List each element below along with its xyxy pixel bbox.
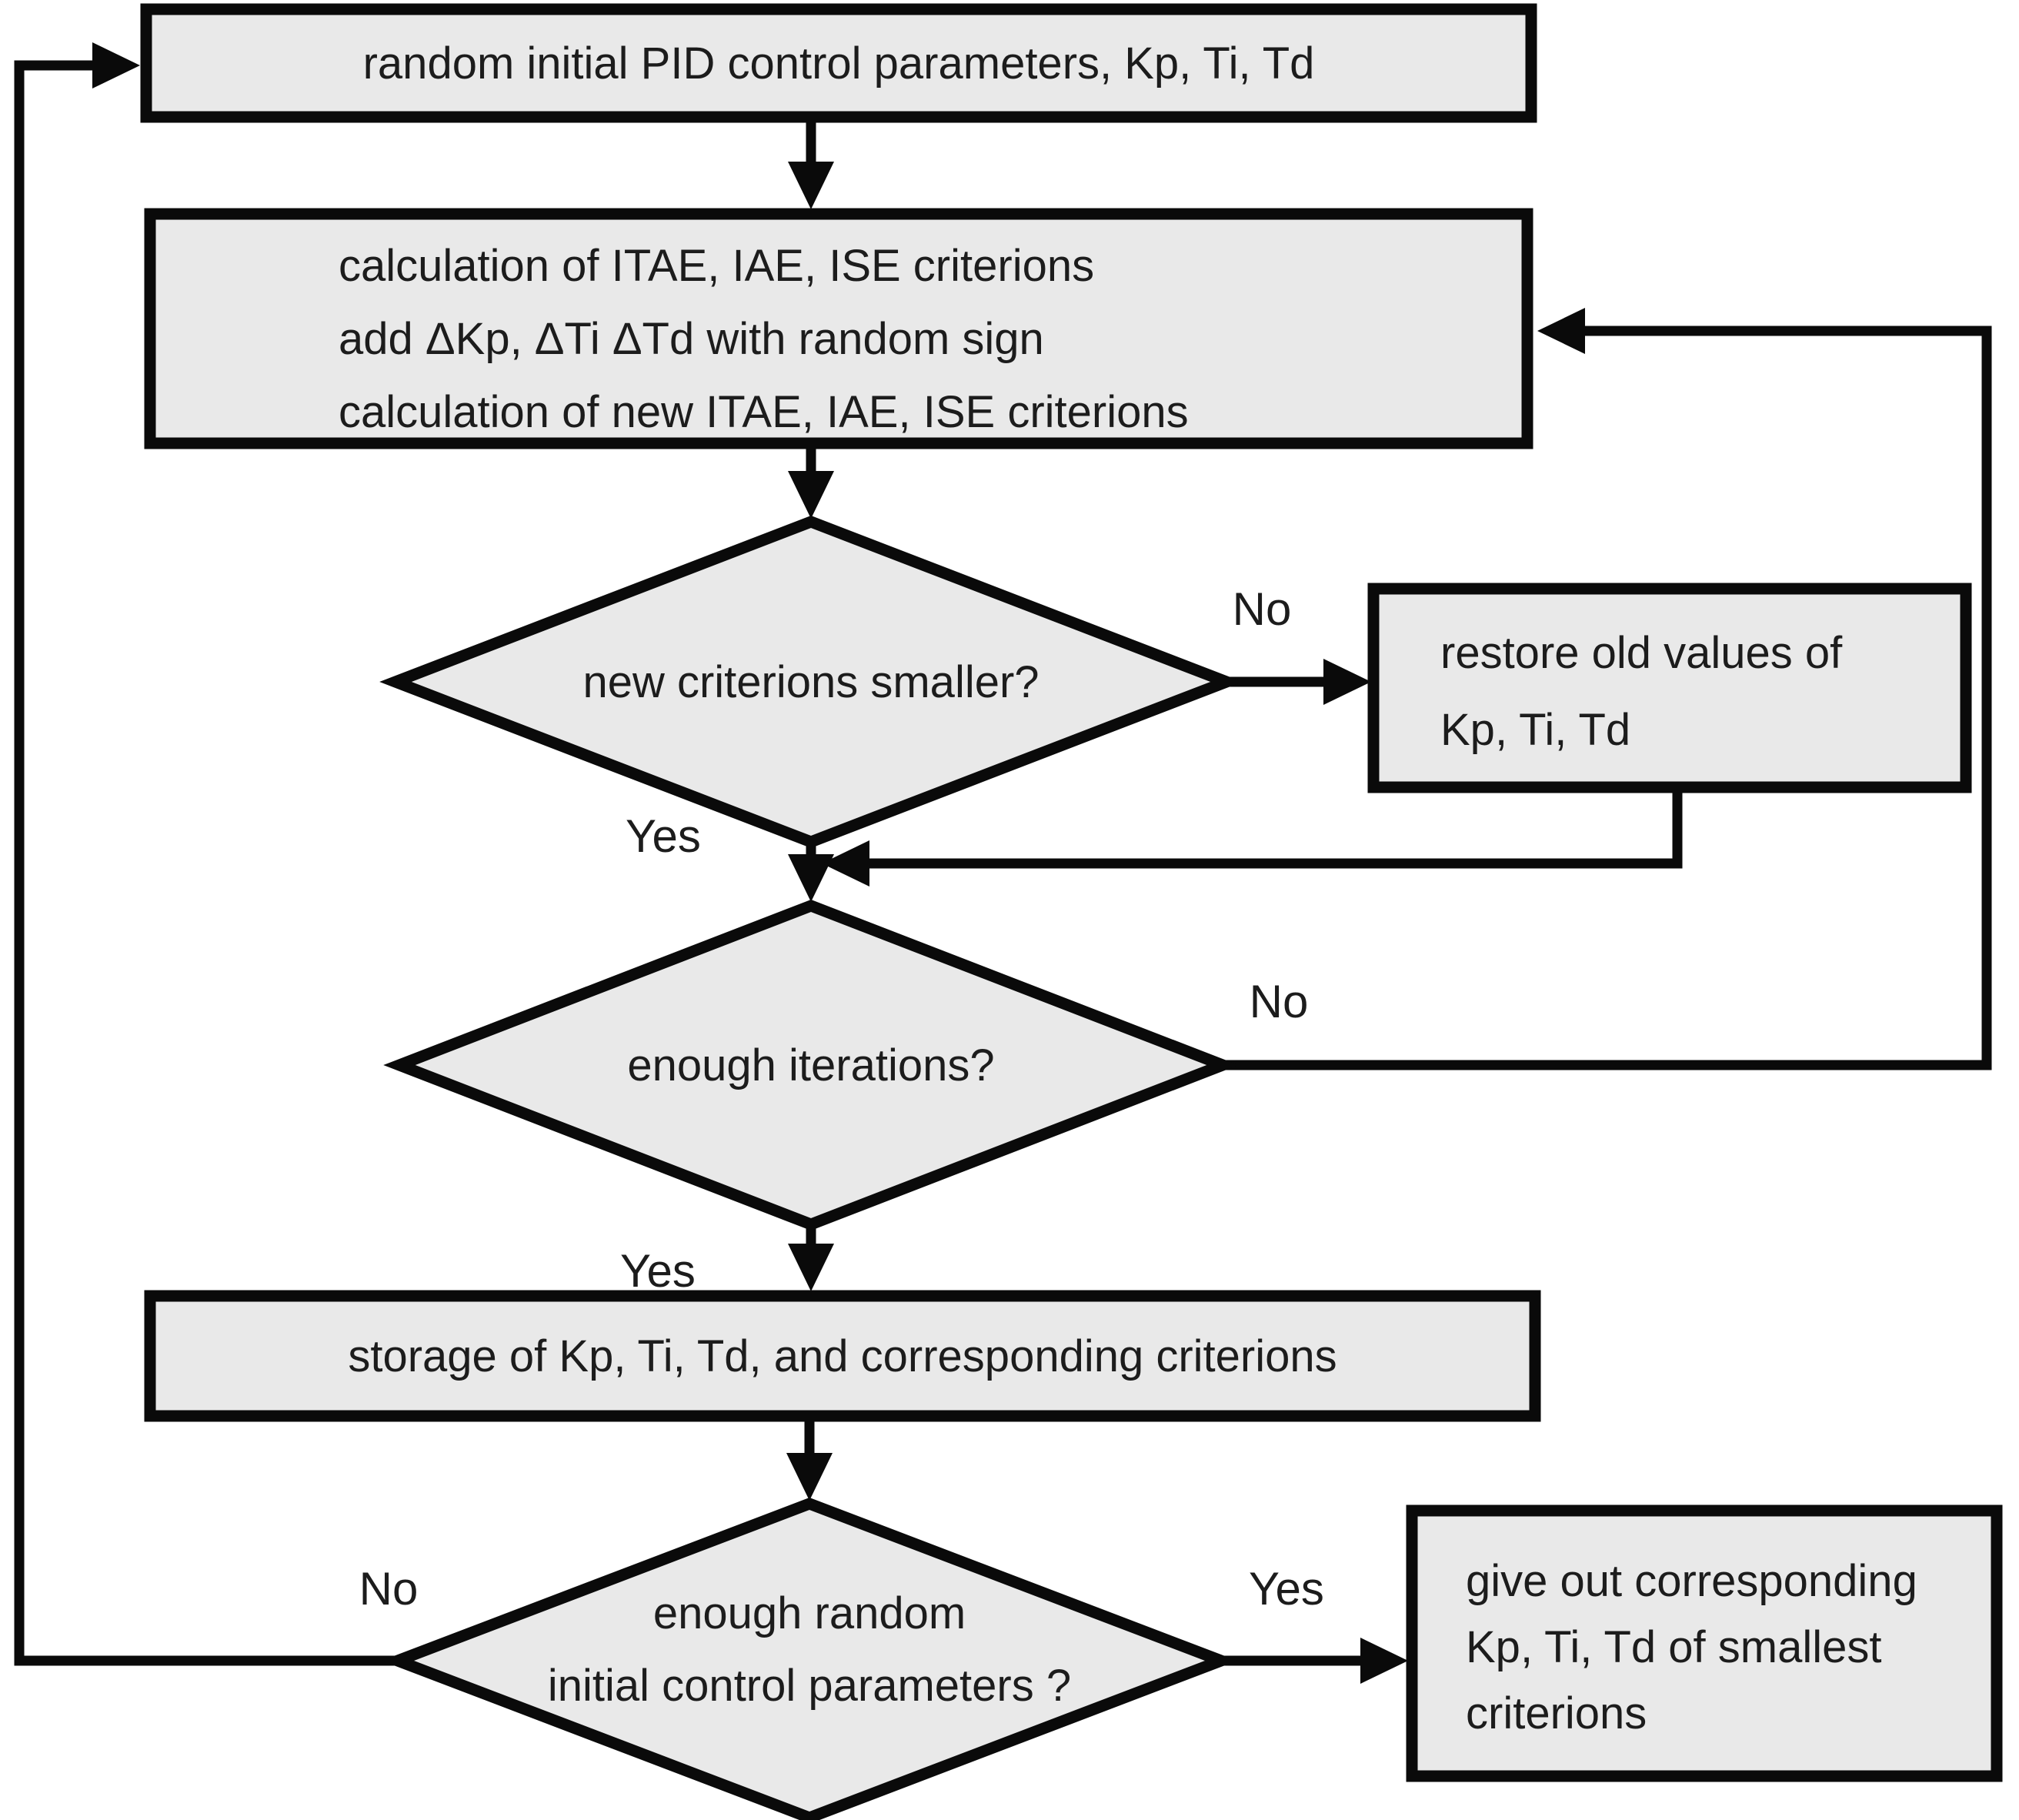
calc-box — [144, 208, 1533, 449]
node-output: give out corresponding Kp, Ti, Td of sma… — [1406, 1504, 2003, 1782]
calc-label-line1: calculation of ITAE, IAE, ISE criterions — [339, 241, 1094, 291]
arrow-left-icon — [1537, 308, 1585, 354]
decision-smaller-diamond — [379, 515, 1243, 849]
node-decision-initial: enough random initial control parameters… — [381, 1497, 1238, 1820]
label-decision-smaller-yes: Yes — [626, 810, 701, 862]
label-decision-iterations-no: No — [1250, 976, 1309, 1027]
edge-storage-to-decision-initial — [786, 1416, 833, 1501]
label-decision-initial-no: No — [359, 1563, 419, 1615]
arrow-left-icon — [822, 840, 869, 887]
decision-iterations-label: enough iterations? — [627, 1040, 994, 1090]
start-box — [140, 3, 1537, 123]
label-decision-iterations-yes: Yes — [620, 1245, 696, 1297]
edge-decision-initial-yes-to-output — [1221, 1638, 1408, 1684]
node-start: random initial PID control parameters, K… — [140, 3, 1537, 123]
calc-label-line2: add ΔKp, ΔTi ΔTd with random sign — [339, 314, 1044, 364]
arrow-right-icon — [1360, 1638, 1408, 1684]
label-decision-initial-yes: Yes — [1249, 1563, 1324, 1615]
output-box — [1406, 1504, 2003, 1782]
node-decision-smaller: new criterions smaller? — [379, 515, 1243, 849]
edge-calc-to-decision-smaller — [788, 448, 834, 519]
edge-line — [869, 787, 1683, 869]
calc-label-line3: calculation of new ITAE, IAE, ISE criter… — [339, 387, 1189, 437]
edge-decision-smaller-no-to-restore — [1226, 659, 1371, 705]
node-calc: calculation of ITAE, IAE, ISE criterions… — [144, 208, 1533, 449]
decision-initial-diamond — [381, 1497, 1238, 1820]
arrow-down-icon — [788, 471, 834, 519]
edge-decision-iterations-yes-to-storage — [788, 1224, 834, 1291]
decision-iterations-diamond — [383, 899, 1239, 1231]
restore-label-line1: restore old values of — [1440, 628, 1843, 678]
output-label-line1: give out corresponding — [1466, 1556, 1917, 1606]
decision-smaller-label: new criterions smaller? — [582, 657, 1039, 707]
storage-box — [144, 1290, 1541, 1422]
edge-decision-iterations-no-loop-to-calc — [1223, 308, 1992, 1070]
arrow-down-icon — [786, 1453, 833, 1501]
restore-label-line2: Kp, Ti, Td — [1440, 705, 1630, 755]
edges — [14, 42, 1992, 1684]
label-decision-smaller-no: No — [1233, 583, 1292, 635]
arrow-right-icon — [1323, 659, 1371, 705]
edge-line — [1223, 326, 1992, 1070]
arrow-down-icon — [788, 162, 834, 209]
storage-label: storage of Kp, Ti, Td, and corresponding… — [348, 1331, 1337, 1381]
decision-initial-label-line2: initial control parameters ? — [548, 1661, 1071, 1711]
edge-restore-to-merge — [822, 787, 1683, 887]
node-restore: restore old values of Kp, Ti, Td — [1367, 583, 1972, 793]
node-decision-iterations: enough iterations? — [383, 899, 1239, 1231]
arrow-down-icon — [788, 1244, 834, 1291]
decision-initial-label-line1: enough random — [653, 1588, 966, 1638]
edge-line — [14, 60, 398, 1666]
arrow-right-icon — [92, 42, 140, 88]
edge-start-to-calc — [788, 117, 834, 209]
node-storage: storage of Kp, Ti, Td, and corresponding… — [144, 1290, 1541, 1422]
arrow-down-icon — [788, 854, 834, 902]
output-label-line2: Kp, Ti, Td of smallest — [1466, 1622, 1881, 1672]
start-label: random initial PID control parameters, K… — [363, 38, 1315, 88]
output-label-line3: criterions — [1466, 1688, 1647, 1738]
restore-box — [1367, 583, 1972, 793]
edge-decision-initial-no-loop-to-start — [14, 42, 398, 1666]
